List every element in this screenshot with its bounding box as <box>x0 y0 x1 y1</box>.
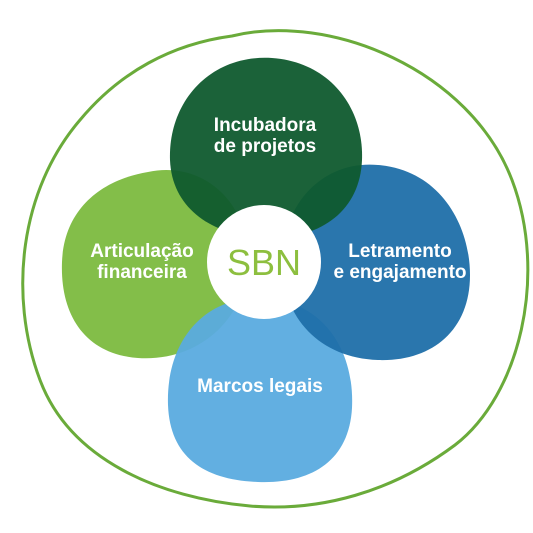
petal-top <box>169 57 363 238</box>
center-circle <box>207 205 321 319</box>
label-line: Incubadora <box>213 115 317 136</box>
petal-bottom <box>167 297 353 483</box>
label-line: Marcos legais <box>197 376 323 397</box>
petal-label-bottom: Marcos legais <box>185 376 335 397</box>
petal-label-right: Letramento e engajamento <box>320 241 480 283</box>
label-line: financeira <box>97 262 187 283</box>
label-line: de projetos <box>213 136 317 157</box>
label-line: e engajamento <box>333 262 467 283</box>
petal-label-top: Incubadora de projetos <box>195 115 335 157</box>
center-label: SBN <box>226 242 302 283</box>
petal-label-left: Articulação financeira <box>72 241 212 283</box>
label-line: Articulação <box>90 241 194 262</box>
outer-outline <box>21 29 530 509</box>
label-line: Letramento <box>348 241 452 262</box>
